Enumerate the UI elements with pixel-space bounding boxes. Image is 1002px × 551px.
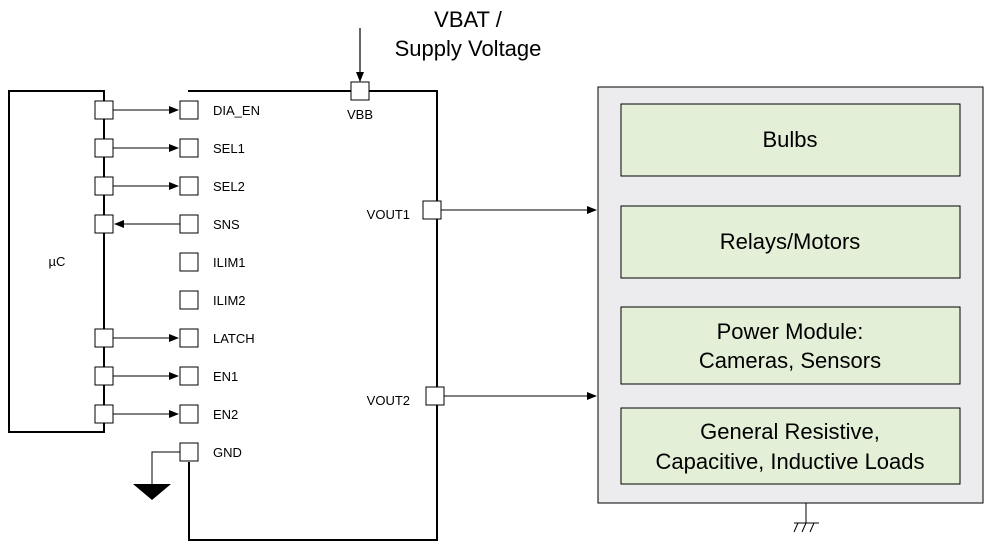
ground-icon <box>133 484 171 500</box>
supply-label-line2: Supply Voltage <box>395 36 542 61</box>
mcu-label: µC <box>49 254 66 269</box>
vout2-label: VOUT2 <box>367 393 410 408</box>
chassis-ground-icon <box>793 503 819 533</box>
pin-label-latch: LATCH <box>213 331 255 346</box>
mcu-pin-dia-en <box>94 100 114 120</box>
vbb-pin <box>350 81 370 101</box>
pin-label-gnd: GND <box>213 445 242 460</box>
pin-gnd <box>179 442 199 462</box>
pin-ilim1 <box>179 252 199 272</box>
pin-sel1 <box>179 138 199 158</box>
pin-label-sel2: SEL2 <box>213 179 245 194</box>
load-general <box>620 407 961 485</box>
mcu-pins <box>94 100 114 424</box>
load-relays <box>620 205 961 279</box>
pin-dia-en <box>179 100 199 120</box>
pin-en1 <box>179 366 199 386</box>
load-power-module <box>620 306 961 385</box>
load-bulbs <box>620 103 961 177</box>
pin-en2 <box>179 404 199 424</box>
mcu-pin-en1 <box>94 366 114 386</box>
vout1-pin <box>422 200 442 220</box>
load-general-line1: General Resistive, <box>700 419 880 444</box>
pin-label-sel1: SEL1 <box>213 141 245 156</box>
pin-label-ilim2: ILIM2 <box>213 293 246 308</box>
pin-label-en2: EN2 <box>213 407 238 422</box>
mcu-pin-en2 <box>94 404 114 424</box>
pin-latch <box>179 328 199 348</box>
load-power-module-line2: Cameras, Sensors <box>699 348 881 373</box>
vbb-label: VBB <box>347 107 373 122</box>
pin-label-dia-en: DIA_EN <box>213 103 260 118</box>
supply-label-line1: VBAT / <box>434 7 503 32</box>
pin-label-en1: EN1 <box>213 369 238 384</box>
load-bulbs-label: Bulbs <box>762 127 817 152</box>
mcu-pin-sel2 <box>94 176 114 196</box>
pin-label-ilim1: ILIM1 <box>213 255 246 270</box>
device-pins <box>179 100 199 462</box>
mcu-pin-sns <box>94 214 114 234</box>
pin-sel2 <box>179 176 199 196</box>
mcu-block <box>8 90 105 433</box>
mcu-pin-latch <box>94 328 114 348</box>
vout2-pin <box>425 386 445 406</box>
pin-ilim2 <box>179 290 199 310</box>
pin-label-sns: SNS <box>213 217 240 232</box>
pin-sns <box>179 214 199 234</box>
load-general-line2: Capacitive, Inductive Loads <box>655 449 924 474</box>
load-relays-label: Relays/Motors <box>720 229 861 254</box>
signal-arrows <box>113 106 180 418</box>
load-power-module-line1: Power Module: <box>717 319 864 344</box>
device-outline <box>188 90 438 541</box>
mcu-pin-sel1 <box>94 138 114 158</box>
vout1-label: VOUT1 <box>367 207 410 222</box>
pin-labels: DIA_EN SEL1 SEL2 SNS ILIM1 ILIM2 LATCH E… <box>213 103 260 460</box>
gnd-wire <box>151 451 180 484</box>
